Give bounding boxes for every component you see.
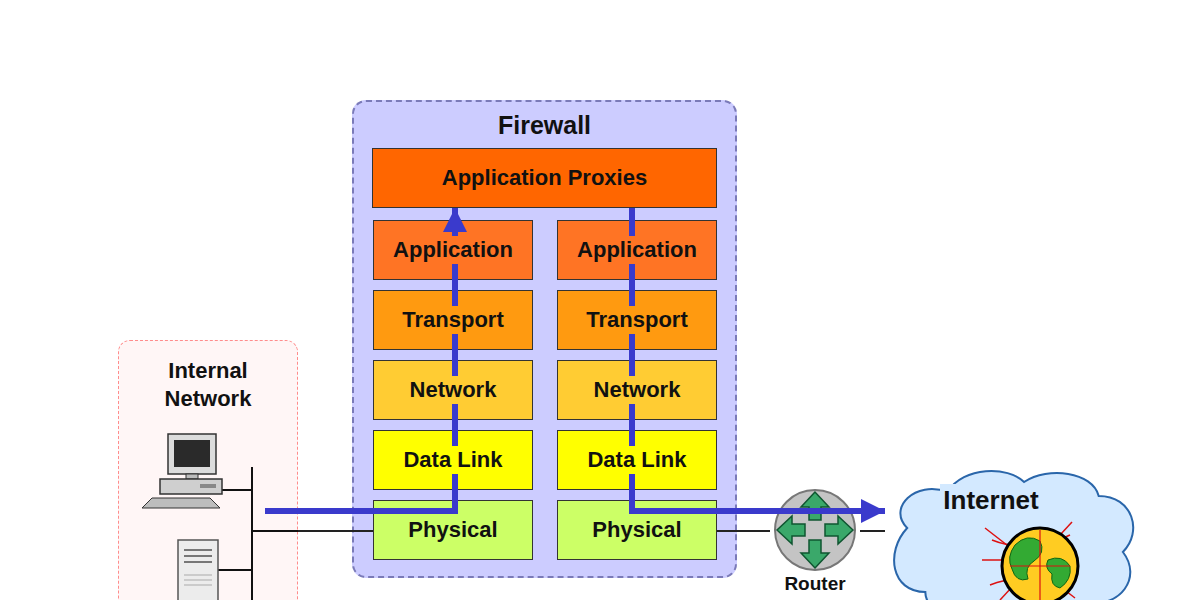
node-label: Physical [589, 516, 684, 544]
node-label: Application Proxies [439, 164, 650, 192]
router-node: Router [770, 488, 860, 598]
node-label: Internet [940, 484, 1041, 517]
node-label: Firewall [495, 110, 594, 141]
node-label: Network [591, 376, 684, 404]
layer-box: Data Link [373, 430, 533, 490]
router-icon [775, 490, 855, 570]
node-label: Network [407, 376, 500, 404]
node-label: Data Link [400, 446, 505, 474]
layer-box: Transport [373, 290, 533, 350]
node-label: Internal Network [140, 357, 276, 412]
proxy-box: Application Proxies [372, 148, 717, 208]
layer-box: Physical [557, 500, 717, 560]
node-label: Data Link [584, 446, 689, 474]
cloud-shape [894, 471, 1133, 600]
layer-box: Data Link [557, 430, 717, 490]
layer-box: Application [373, 220, 533, 280]
node-label: Application [574, 236, 700, 264]
layer-box: Physical [373, 500, 533, 560]
network-group: Internal Network [118, 340, 298, 600]
node-label: Application [390, 236, 516, 264]
network-link [860, 530, 885, 532]
layer-box: Application [557, 220, 717, 280]
node-label: Physical [405, 516, 500, 544]
layer-box: Transport [557, 290, 717, 350]
node-label: Transport [583, 306, 690, 334]
node-label: Transport [399, 306, 506, 334]
firewall-group: FirewallApplication ProxiesApplicationTr… [352, 100, 737, 578]
internet-cloud: Internet [885, 466, 1137, 600]
layer-box: Network [373, 360, 533, 420]
layer-box: Network [557, 360, 717, 420]
node-label: Router [781, 572, 848, 596]
